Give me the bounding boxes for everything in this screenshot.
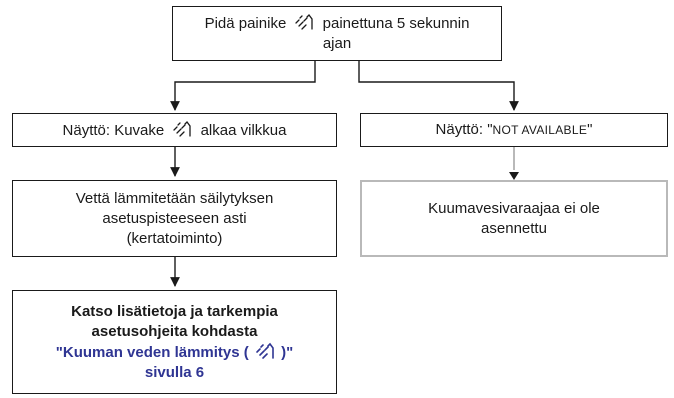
info-box: Katso lisätietoja ja tarkempia asetusohj… xyxy=(12,290,337,394)
left-display-post: alkaa vilkkua xyxy=(200,121,287,139)
start-line-1: Pidä painike painettuna 5 sekunnin xyxy=(204,13,470,34)
hot-water-shower-icon xyxy=(256,342,274,359)
right-display-post: " xyxy=(587,121,593,138)
heating-line-3: (kertatoiminto) xyxy=(126,229,223,247)
not-installed-line-2: asennettu xyxy=(481,219,547,237)
right-display-text: Näyttö: "NOT AVAILABLE" xyxy=(436,120,593,140)
start-line-2: ajan xyxy=(322,35,352,52)
info-page-ref[interactable]: sivulla 6 xyxy=(144,363,205,381)
heating-box: Vettä lämmitetään säilytyksen asetuspist… xyxy=(12,180,337,257)
right-display-box: Näyttö: "NOT AVAILABLE" xyxy=(360,113,668,147)
not-installed-box: Kuumavesivaraajaa ei ole asennettu xyxy=(360,180,668,257)
left-display-pre: Näyttö: Kuvake xyxy=(62,121,165,139)
start-line-1-post: painettuna 5 sekunnin xyxy=(322,15,470,32)
info-link-pre[interactable]: "Kuuman veden lämmitys ( xyxy=(55,343,249,361)
left-display-box: Näyttö: Kuvake alkaa vilkkua xyxy=(12,113,337,147)
heating-line-1: Vettä lämmitetään säilytyksen xyxy=(75,189,274,207)
arrowhead-right xyxy=(509,172,519,180)
heating-line-2: asetuspisteeseen asti xyxy=(102,209,247,227)
connector-start-left xyxy=(170,61,316,111)
not-installed-line-1: Kuumavesivaraajaa ei ole xyxy=(428,199,600,217)
info-line-1: Katso lisätietoja ja tarkempia xyxy=(71,302,278,320)
info-line-2: asetusohjeita kohdasta xyxy=(91,322,258,340)
not-available-code: NOT AVAILABLE xyxy=(492,123,588,137)
right-display-pre: Näyttö: " xyxy=(435,121,493,138)
left-display-text: Näyttö: Kuvake alkaa vilkkua xyxy=(62,120,287,141)
start-box: Pidä painike painettuna 5 sekunnin ajan xyxy=(172,6,502,61)
start-line-1-pre: Pidä painike xyxy=(204,15,287,32)
hot-water-shower-icon xyxy=(173,120,192,137)
info-link[interactable]: "Kuuman veden lämmitys ( )" xyxy=(56,342,293,363)
connector-start-right xyxy=(358,61,519,111)
hot-water-shower-icon xyxy=(295,14,314,30)
info-link-post[interactable]: )" xyxy=(281,343,294,361)
